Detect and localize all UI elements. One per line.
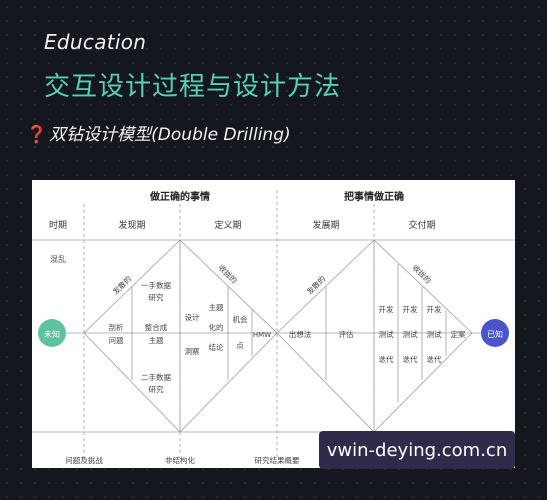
question-mark-icon: ❓ <box>26 125 48 145</box>
cell-ideate: 出想法 <box>289 329 312 339</box>
diagram-canvas: 做正确的事情 把事情做正确 时期 混乱 发现期 定义期 发展期 交付期 发散的 … <box>32 190 515 465</box>
cell-secondary-research-2: 研究 <box>149 384 164 394</box>
section-label: Education <box>44 30 147 54</box>
start-label: 未知 <box>44 329 60 339</box>
cell-analyze-problem-2: 问题 <box>109 336 124 345</box>
cell-primary-research-2: 研究 <box>149 292 164 302</box>
cell-primary-research-1: 一手数据 <box>141 280 171 290</box>
phase-deliver: 交付期 <box>408 219 435 231</box>
double-diamond-diagram: 做正确的事情 把事情做正确 时期 混乱 发现期 定义期 发展期 交付期 发散的 … <box>32 180 515 468</box>
cell-iterate-1: 迭代 <box>379 354 394 364</box>
cell-conclusion-3: 结论 <box>209 342 224 352</box>
cell-hmw: HMW <box>253 331 271 339</box>
subtitle: ❓双钻设计模型(Double Drilling) <box>26 120 291 145</box>
phase-define: 定义期 <box>214 219 241 231</box>
bottom-label-unstructured: 非结构化 <box>165 455 195 465</box>
cell-test-3: 测试 <box>427 329 442 339</box>
watermark: vwin-deying.com.cn <box>319 431 515 469</box>
row-period-label: 时期 <box>49 219 67 231</box>
cell-iterate-3: 迭代 <box>427 354 442 364</box>
cell-analyze-problem-1: 剖析 <box>109 322 124 332</box>
start-circle <box>38 319 66 347</box>
cell-iterate-2: 迭代 <box>403 354 418 364</box>
cell-opportunity-2: 点 <box>236 341 244 350</box>
section-left-title: 做正确的事情 <box>149 190 210 203</box>
end-label: 已知 <box>487 329 503 339</box>
cell-insight-2: 洞察 <box>185 346 200 356</box>
cell-conclusion-2: 化的 <box>209 322 224 332</box>
cell-secondary-research-1: 二手数据 <box>141 372 171 382</box>
diverge-label-1: 发散的 <box>110 273 133 296</box>
cell-finalize: 定案 <box>451 329 466 339</box>
bottom-label-summary: 研究结果概要 <box>255 455 300 465</box>
phase-develop: 发展期 <box>312 219 339 231</box>
cell-evaluate: 评估 <box>339 329 354 339</box>
end-circle <box>481 319 509 347</box>
cell-integrate-theme-2: 主题 <box>149 335 164 345</box>
cell-test-1: 测试 <box>379 329 394 339</box>
cell-dev-3: 开发 <box>427 304 442 314</box>
cell-integrate-theme-1: 整合成 <box>145 322 168 332</box>
diverge-label-2: 发散的 <box>304 273 327 296</box>
subtitle-text: 双钻设计模型(Double Drilling) <box>49 125 291 145</box>
bottom-label-problem: 问题及挑战 <box>65 455 103 465</box>
cell-opportunity-1: 机会 <box>233 314 248 324</box>
row-unclear-label: 混乱 <box>50 254 66 264</box>
cell-dev-2: 开发 <box>403 304 418 314</box>
page-title: 交互设计过程与设计方法 <box>44 72 342 102</box>
cell-conclusion-1: 主题 <box>209 302 224 312</box>
phase-discover: 发现期 <box>118 219 145 231</box>
converge-label-2: 收拢的 <box>411 262 434 285</box>
section-right-title: 把事情做正确 <box>344 190 404 203</box>
cell-test-2: 测试 <box>403 329 418 339</box>
cell-dev-1: 开发 <box>379 304 394 314</box>
converge-label-1: 收拢的 <box>217 262 240 285</box>
cell-insight-1: 设计 <box>185 312 200 322</box>
